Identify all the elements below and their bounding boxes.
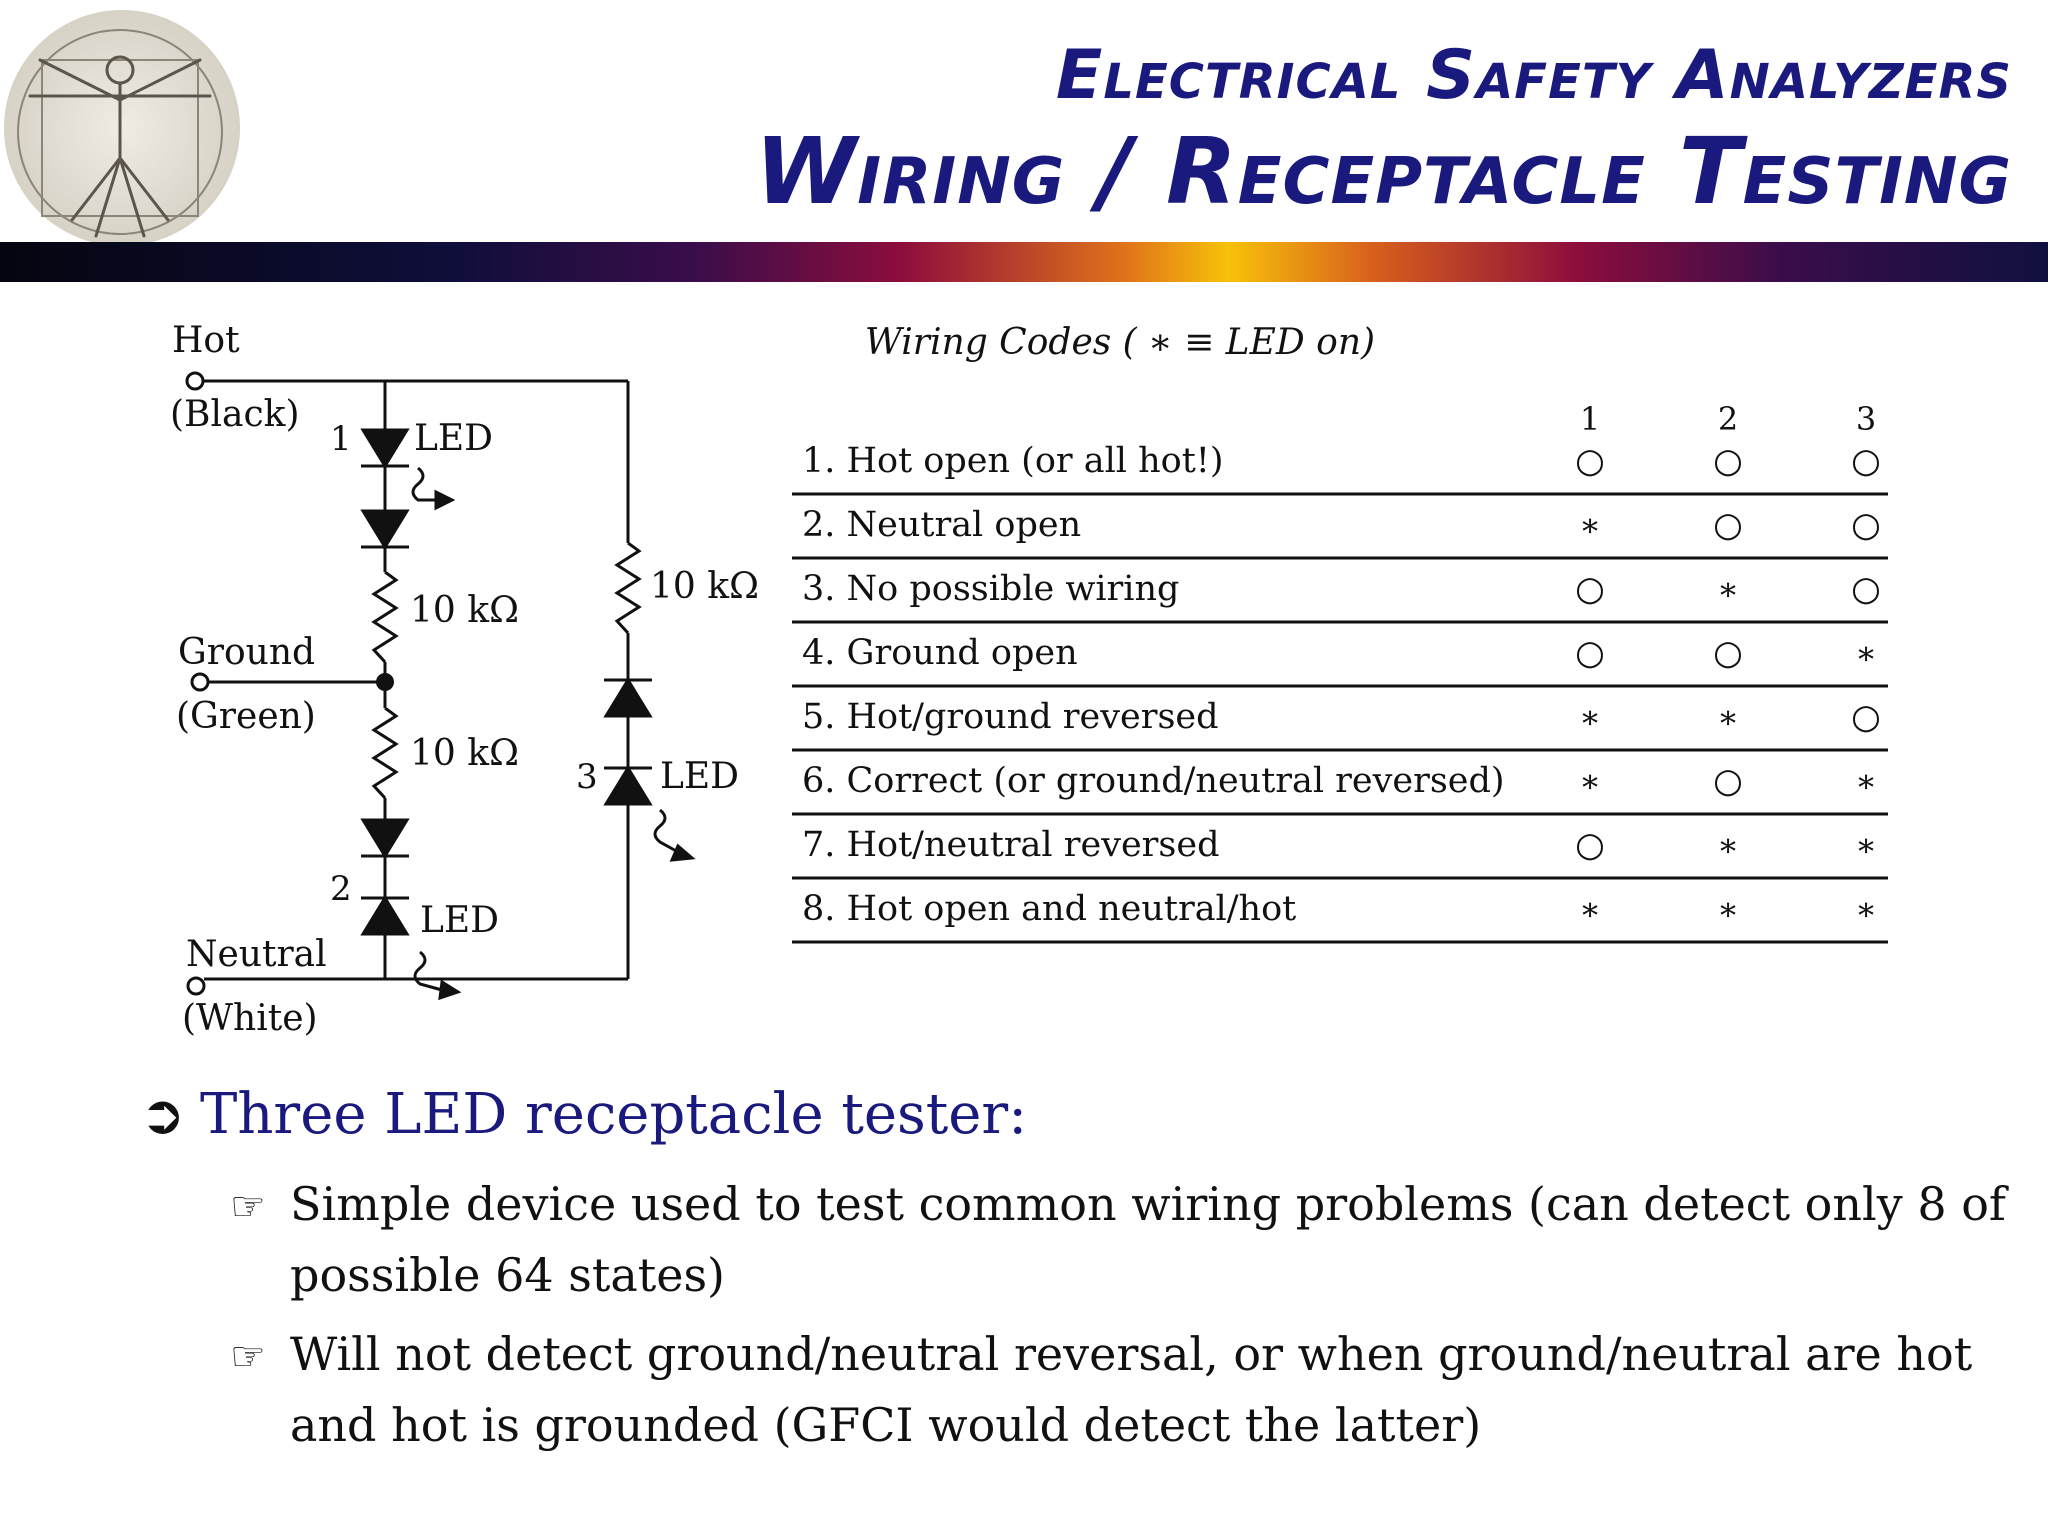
led-state-1: ∗ xyxy=(1579,762,1601,800)
led-state-3: ○ xyxy=(1851,505,1881,545)
row-label: 8. Hot open and neutral/hot xyxy=(802,889,1296,929)
led-state-3: ∗ xyxy=(1855,890,1877,928)
row-label: 7. Hot/neutral reversed xyxy=(802,825,1220,865)
led-state-1: ○ xyxy=(1575,441,1605,481)
led-state-1: ∗ xyxy=(1579,890,1601,928)
table-row: 1. Hot open (or all hot!) ○ ○ ○ xyxy=(792,441,1888,496)
title-divider-bar xyxy=(0,242,2048,282)
led-state-2: ○ xyxy=(1713,441,1743,481)
led-state-1: ∗ xyxy=(1579,698,1601,736)
column-header-3: 3 xyxy=(1856,400,1876,438)
led-state-3: ∗ xyxy=(1855,634,1877,672)
row-label: 4. Ground open xyxy=(802,633,1078,673)
wiring-codes-table: Wiring Codes ( ∗ ≡ LED on) 1 2 3 1. Hot op… xyxy=(792,322,1888,944)
ground-color-label: (Green) xyxy=(176,696,316,737)
led-state-3: ∗ xyxy=(1855,762,1877,800)
resistor3-label: 10 kΩ xyxy=(650,566,759,607)
table-row: 8. Hot open and neutral/hot ∗ ∗ ∗ xyxy=(792,889,1888,944)
led2-label: LED xyxy=(420,900,499,941)
column-header-2: 2 xyxy=(1718,400,1738,438)
led-state-2: ○ xyxy=(1713,761,1743,801)
table-row: 3. No possible wiring ○ ∗ ○ xyxy=(792,569,1888,624)
led-state-1: ○ xyxy=(1575,569,1605,609)
table-caption: Wiring Codes ( ∗ ≡ LED on) xyxy=(865,322,1375,363)
sub-bullet-1-text: Simple device used to test common wiring… xyxy=(290,1177,2006,1302)
led-state-3: ○ xyxy=(1851,441,1881,481)
led-state-3: ∗ xyxy=(1855,826,1877,864)
led-state-2: ∗ xyxy=(1717,570,1739,608)
column-header-1: 1 xyxy=(1580,400,1600,438)
pointing-hand-icon: ☞ xyxy=(230,1334,266,1380)
main-bullet-text: Three LED receptacle tester: xyxy=(200,1082,1028,1147)
sub-bullet-1: ☞ Simple device used to test common wirin… xyxy=(230,1170,2010,1309)
table-row: 7. Hot/neutral reversed ○ ∗ ∗ xyxy=(792,825,1888,880)
ground-label: Ground xyxy=(178,632,315,673)
led-state-3: ○ xyxy=(1851,569,1881,609)
sub-bullet-2: ☞ Will not detect ground/neutral reversal… xyxy=(230,1320,2010,1459)
led3-label: LED xyxy=(660,756,739,797)
table-row: 4. Ground open ○ ○ ∗ xyxy=(792,633,1888,688)
led1-label: LED xyxy=(414,418,493,459)
neutral-label: Neutral xyxy=(186,934,327,975)
row-label: 3. No possible wiring xyxy=(802,569,1179,609)
led-state-1: ○ xyxy=(1575,825,1605,865)
table-row: 5. Hot/ground reversed ∗ ∗ ○ xyxy=(792,697,1888,752)
led-state-1: ○ xyxy=(1575,633,1605,673)
led3-number: 3 xyxy=(576,757,598,797)
slide-title: Wiring / Receptacle Testing xyxy=(754,118,2012,225)
row-label: 2. Neutral open xyxy=(802,505,1081,545)
table-row: 6. Correct (or ground/neutral reversed) ∗… xyxy=(792,761,1888,816)
led1-number: 1 xyxy=(330,419,352,459)
pointing-hand-icon: ☞ xyxy=(230,1184,266,1230)
row-label: 1. Hot open (or all hot!) xyxy=(802,441,1224,481)
row-label: 6. Correct (or ground/neutral reversed) xyxy=(802,761,1505,801)
led-state-2: ∗ xyxy=(1717,826,1739,864)
receptacle-tester-figure: Hot (Black) Ground (Green) Neutral (Whit… xyxy=(170,320,1888,1039)
vitruvian-man-logo xyxy=(4,10,240,246)
led-state-2: ○ xyxy=(1713,633,1743,673)
led-state-1: ∗ xyxy=(1579,506,1601,544)
resistor1-label: 10 kΩ xyxy=(410,590,519,631)
led-state-3: ○ xyxy=(1851,697,1881,737)
slide-supertitle: Electrical Safety Analyzers xyxy=(1055,36,2012,115)
table-row: 2. Neutral open ∗ ○ ○ xyxy=(792,505,1888,560)
sub-bullet-2-text: Will not detect ground/neutral reversal,… xyxy=(290,1327,1973,1452)
resistor2-label: 10 kΩ xyxy=(410,733,519,774)
led2-number: 2 xyxy=(330,869,352,909)
main-bullet: ➲Three LED receptacle tester: xyxy=(140,1080,2000,1150)
arrow-bullet-icon: ➲ xyxy=(140,1083,186,1146)
tester-circuit-diagram: Hot (Black) Ground (Green) Neutral (Whit… xyxy=(170,320,759,1039)
hot-label: Hot xyxy=(172,320,240,361)
led-state-2: ∗ xyxy=(1717,890,1739,928)
led-state-2: ○ xyxy=(1713,505,1743,545)
neutral-color-label: (White) xyxy=(182,998,318,1039)
row-label: 5. Hot/ground reversed xyxy=(802,697,1219,737)
hot-color-label: (Black) xyxy=(170,394,300,435)
led-state-2: ∗ xyxy=(1717,698,1739,736)
